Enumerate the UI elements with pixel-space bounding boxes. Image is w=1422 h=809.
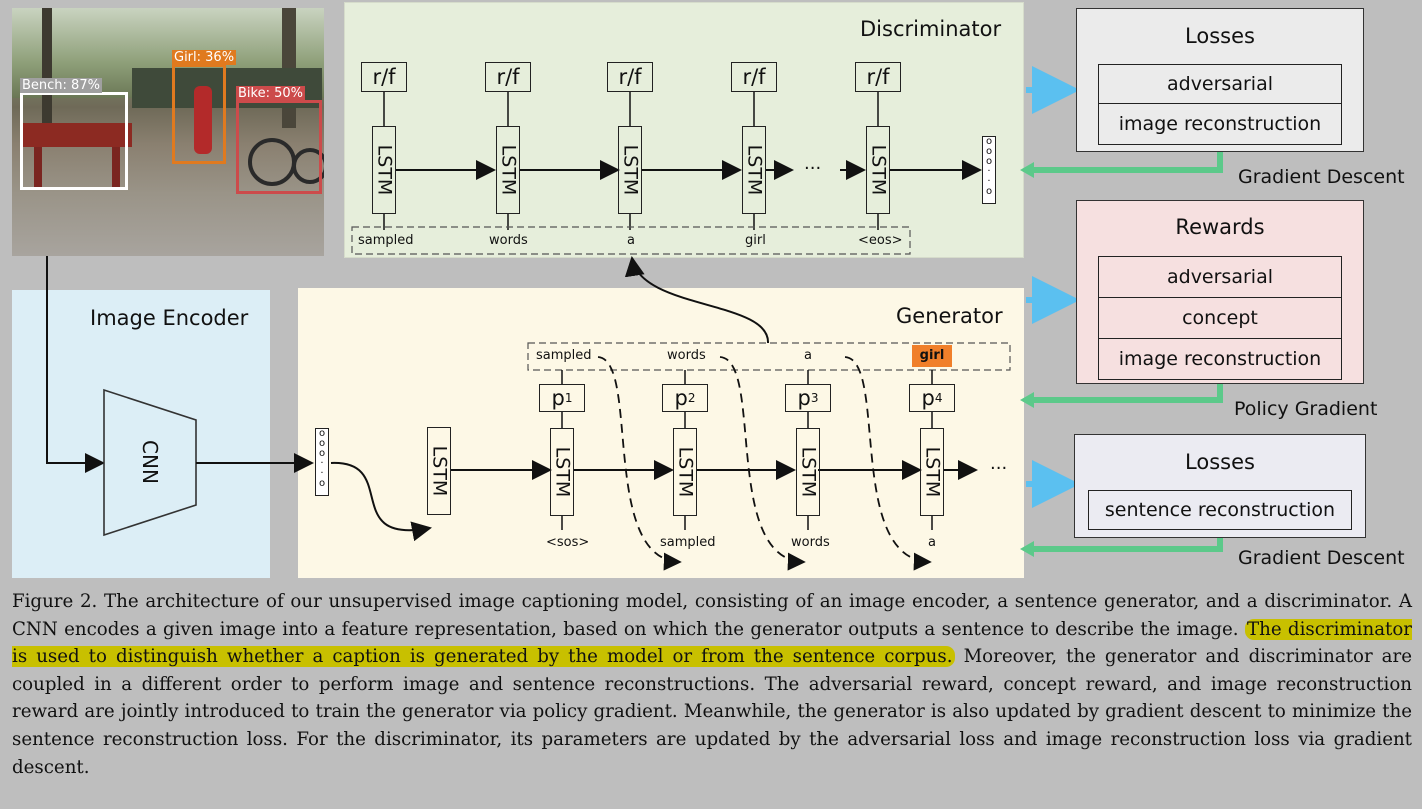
discriminator-word: words bbox=[489, 233, 528, 248]
discriminator-title: Discriminator bbox=[860, 17, 1002, 41]
discriminator-word: <eos> bbox=[858, 233, 903, 248]
rewards-title: Rewards bbox=[1175, 215, 1265, 239]
generator-input-word: sampled bbox=[660, 535, 716, 550]
losses-top-title: Losses bbox=[1185, 24, 1255, 48]
losses-bottom-title: Losses bbox=[1185, 450, 1255, 474]
rf-box: r/f bbox=[731, 62, 777, 92]
rf-box: r/f bbox=[855, 62, 901, 92]
generator-sampled-word-highlight: girl bbox=[912, 345, 952, 367]
rf-box: r/f bbox=[607, 62, 653, 92]
losses-top-item: image reconstruction bbox=[1098, 103, 1342, 145]
generator-lstm: LSTM bbox=[796, 428, 820, 516]
cnn-trapezoid bbox=[103, 388, 197, 537]
detection-bike-label: Bike: 50% bbox=[236, 86, 305, 101]
losses-bottom-item: sentence reconstruction bbox=[1088, 490, 1352, 530]
discriminator-lstm: LSTM bbox=[496, 126, 520, 214]
rewards-item: image reconstruction bbox=[1098, 338, 1342, 380]
losses-top-item: adversarial bbox=[1098, 64, 1342, 104]
rewards-item: concept bbox=[1098, 297, 1342, 339]
gradient-descent-top-label: Gradient Descent bbox=[1238, 166, 1405, 188]
generator-lstm: LSTM bbox=[550, 428, 574, 516]
caption-part2: Moreover, the generator and discriminato… bbox=[12, 646, 1412, 778]
discriminator-panel bbox=[344, 2, 1024, 258]
detection-girl-label: Girl: 36% bbox=[172, 50, 237, 65]
image-encoder-title: Image Encoder bbox=[90, 306, 249, 330]
gradient-descent-bottom-label: Gradient Descent bbox=[1238, 547, 1405, 569]
generator-input-word: <sos> bbox=[546, 535, 590, 550]
generator-sampled-word: sampled bbox=[536, 348, 592, 363]
discriminator-lstm: LSTM bbox=[742, 126, 766, 214]
discriminator-ellipsis: ··· bbox=[804, 158, 822, 179]
figure-caption: Figure 2. The architecture of our unsupe… bbox=[12, 588, 1412, 781]
cnn-label: CNN bbox=[137, 440, 162, 484]
generator-input-word: a bbox=[928, 535, 936, 550]
discriminator-lstm: LSTM bbox=[866, 126, 890, 214]
generator-lstm: LSTM bbox=[427, 427, 451, 515]
generator-lstm: LSTM bbox=[673, 428, 697, 516]
generator-sampled-word: words bbox=[667, 348, 706, 363]
discriminator-lstm: LSTM bbox=[372, 126, 396, 214]
discriminator-word: sampled bbox=[358, 233, 414, 248]
generator-input-word: words bbox=[791, 535, 830, 550]
rewards-item: adversarial bbox=[1098, 256, 1342, 298]
discriminator-word: a bbox=[627, 233, 635, 248]
diagram-lines bbox=[46, 66, 1223, 571]
generator-lstm: LSTM bbox=[920, 428, 944, 516]
detection-bench-label: Bench: 87% bbox=[20, 78, 102, 93]
discriminator-lstm: LSTM bbox=[618, 126, 642, 214]
rf-box: r/f bbox=[485, 62, 531, 92]
policy-gradient-label: Policy Gradient bbox=[1234, 398, 1378, 420]
generator-sampled-word: a bbox=[804, 348, 812, 363]
discriminator-word: girl bbox=[745, 233, 766, 248]
generator-ellipsis: ··· bbox=[990, 458, 1008, 479]
caption-part1: Figure 2. The architecture of our unsupe… bbox=[12, 591, 1412, 640]
generator-title: Generator bbox=[896, 304, 1003, 328]
input-photo: Bench: 87% Girl: 36% Bike: 50% bbox=[12, 8, 324, 256]
rf-box: r/f bbox=[361, 62, 407, 92]
